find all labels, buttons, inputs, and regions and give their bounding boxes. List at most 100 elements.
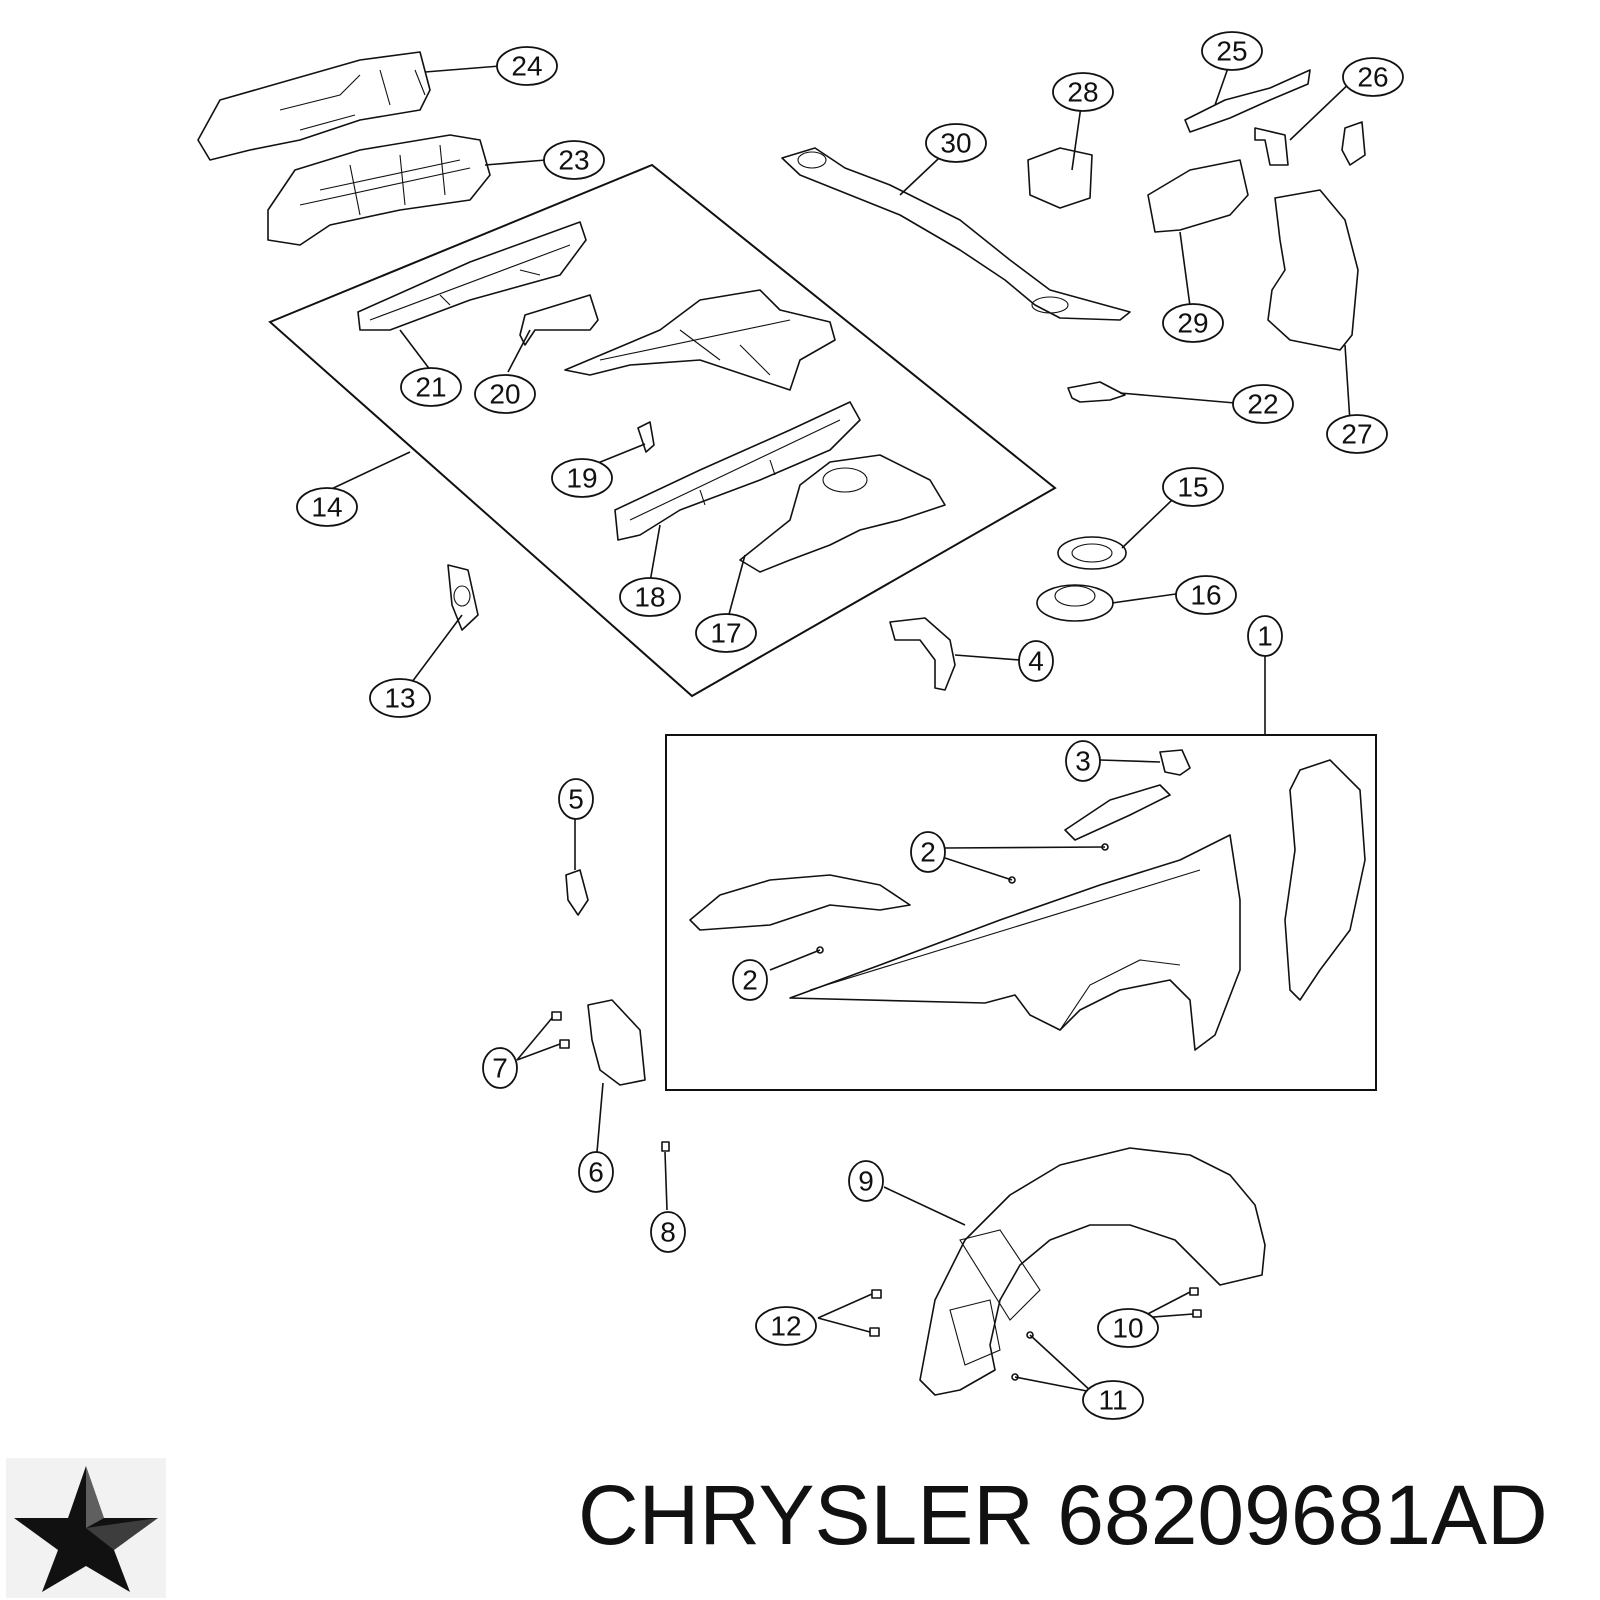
group-box-14	[268, 163, 1057, 698]
callout-21: 21	[400, 367, 462, 407]
callout-5: 5	[558, 778, 594, 820]
callout-20: 20	[474, 374, 536, 414]
part-13	[447, 564, 479, 631]
part-10	[1189, 1287, 1202, 1318]
part-18	[614, 401, 861, 541]
part-21	[357, 221, 587, 331]
callout-1: 1	[1247, 615, 1283, 657]
callout-9: 9	[848, 1160, 884, 1202]
svg-text:20: 20	[489, 379, 520, 410]
part-23	[267, 134, 491, 246]
part-12	[869, 1289, 882, 1337]
svg-text:6: 6	[588, 1157, 604, 1188]
part-number-caption: CHRYSLER 68209681AD	[578, 1460, 1578, 1570]
svg-text:13: 13	[384, 683, 415, 714]
svg-text:10: 10	[1112, 1313, 1143, 1344]
part-25	[1184, 69, 1311, 133]
group-box-1	[665, 734, 1377, 1091]
callout-17: 17	[695, 613, 757, 653]
part-16	[1036, 584, 1114, 622]
callout-2-b: 2	[732, 959, 768, 1001]
svg-text:24: 24	[511, 51, 542, 82]
callout-8: 8	[650, 1211, 686, 1253]
callout-25: 25	[1201, 31, 1263, 71]
callout-22: 22	[1232, 384, 1294, 424]
callout-2: 2	[910, 831, 946, 873]
svg-text:26: 26	[1357, 62, 1388, 93]
callout-6: 6	[578, 1151, 614, 1193]
svg-text:1: 1	[1257, 621, 1273, 652]
callout-30: 30	[925, 123, 987, 163]
chrysler-pentastar-logo	[6, 1458, 166, 1598]
part-15	[1057, 536, 1127, 570]
callout-14: 14	[296, 487, 358, 527]
callout-16: 16	[1175, 575, 1237, 615]
part-29	[1147, 159, 1249, 233]
svg-text:8: 8	[660, 1217, 676, 1248]
svg-text:7: 7	[492, 1053, 508, 1084]
part-22	[1067, 381, 1126, 403]
part-11	[1011, 1331, 1034, 1381]
part-fender-front-bracket	[689, 874, 911, 931]
svg-text:15: 15	[1177, 472, 1208, 503]
callout-18: 18	[619, 577, 681, 617]
svg-text:9: 9	[858, 1166, 874, 1197]
part-14-assembly	[564, 289, 836, 391]
part-20	[519, 294, 599, 346]
callout-7: 7	[482, 1047, 518, 1089]
svg-text:17: 17	[710, 618, 741, 649]
callout-13: 13	[369, 678, 431, 718]
callout-19: 19	[551, 458, 613, 498]
svg-text:5: 5	[568, 784, 584, 815]
part-19	[637, 421, 655, 453]
svg-text:11: 11	[1098, 1385, 1127, 1416]
part-28	[1027, 147, 1093, 209]
svg-text:2: 2	[742, 965, 758, 996]
svg-text:27: 27	[1341, 419, 1372, 450]
svg-text:16: 16	[1190, 580, 1221, 611]
callout-26: 26	[1342, 57, 1404, 97]
svg-text:3: 3	[1075, 746, 1091, 777]
callout-10: 10	[1097, 1308, 1159, 1348]
part-7	[551, 1011, 570, 1049]
callout-28: 28	[1052, 72, 1114, 112]
callout-4: 4	[1018, 640, 1054, 682]
callout-23: 23	[543, 140, 605, 180]
part-1-fender	[789, 834, 1241, 1051]
part-26	[1254, 121, 1366, 166]
part-5	[565, 869, 589, 916]
svg-text:14: 14	[311, 492, 342, 523]
callout-3: 3	[1065, 740, 1101, 782]
callout-15: 15	[1162, 467, 1224, 507]
callout-12: 12	[755, 1306, 817, 1346]
part-9	[919, 1147, 1266, 1396]
part-8	[661, 1141, 670, 1152]
part-4	[889, 617, 956, 691]
part-6	[587, 999, 646, 1086]
svg-text:18: 18	[634, 582, 665, 613]
part-27	[1267, 189, 1359, 351]
part-30	[781, 147, 1131, 321]
svg-text:22: 22	[1247, 389, 1278, 420]
part-17	[739, 454, 946, 573]
callout-11: 11	[1082, 1380, 1144, 1420]
svg-text:25: 25	[1216, 36, 1247, 67]
part-number: 68209681AD	[1057, 1468, 1548, 1562]
svg-text:23: 23	[558, 145, 589, 176]
part-3	[1159, 749, 1191, 776]
svg-text:19: 19	[566, 463, 597, 494]
svg-text:4: 4	[1028, 646, 1044, 677]
callout-29: 29	[1162, 303, 1224, 343]
callout-27: 27	[1326, 414, 1388, 454]
callout-24: 24	[496, 46, 558, 86]
brand-name: CHRYSLER	[578, 1468, 1034, 1562]
svg-text:21: 21	[415, 372, 446, 403]
part-fender-upper-trim	[1064, 784, 1171, 841]
svg-text:2: 2	[920, 837, 936, 868]
svg-text:29: 29	[1177, 308, 1208, 339]
svg-text:12: 12	[770, 1311, 801, 1342]
part-24	[197, 51, 431, 161]
svg-text:28: 28	[1067, 77, 1098, 108]
part-fender-rear-shield	[1284, 759, 1366, 1001]
